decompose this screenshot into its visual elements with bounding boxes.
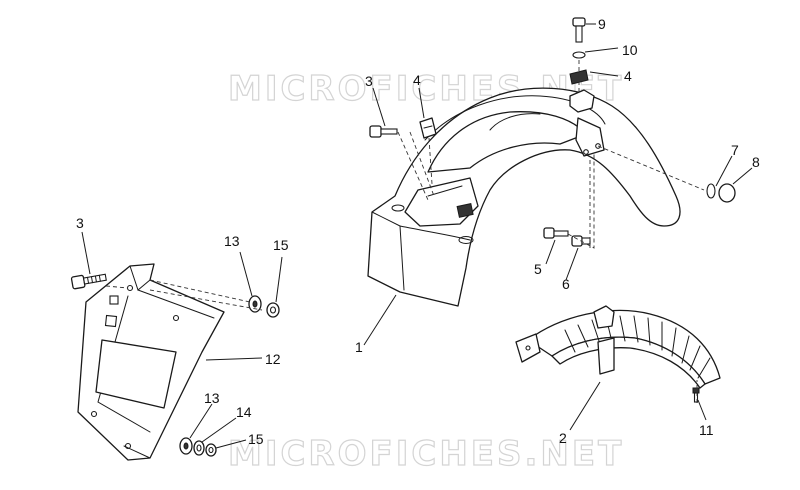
callout-3-left: 3 [76, 215, 84, 231]
callout-12: 12 [265, 351, 281, 367]
washer-icon [193, 440, 205, 456]
speed-nut-clip-icon [419, 117, 437, 139]
screw-icon [692, 387, 700, 403]
callout-4-right: 4 [624, 68, 632, 84]
washer-icon [248, 295, 262, 313]
license-plate-bracket-icon [77, 263, 225, 461]
callout-10: 10 [622, 42, 638, 58]
screw-icon [70, 273, 107, 290]
callout-13-top: 13 [224, 233, 240, 249]
screw-icon [369, 125, 398, 138]
callout-13-bottom: 13 [204, 390, 220, 406]
callout-2: 2 [559, 430, 567, 446]
callout-9: 9 [598, 16, 606, 32]
callout-7: 7 [731, 142, 739, 158]
callout-labels: 1 2 3 3 4 4 5 6 7 8 9 10 11 12 13 13 14 … [76, 16, 760, 447]
callout-3-top: 3 [365, 73, 373, 89]
inner-mudguard-icon [515, 305, 721, 389]
leader-lines [81, 23, 753, 449]
nut-icon [205, 443, 217, 457]
watermark-bottom: MICROFICHES.NET [228, 434, 624, 474]
callout-15-bottom: 15 [248, 431, 264, 447]
callout-14: 14 [236, 404, 252, 420]
screw-icon [572, 17, 586, 43]
washer-icon [179, 437, 193, 455]
screw-icon [543, 227, 569, 239]
callout-15-top: 15 [273, 237, 289, 253]
nut-icon [266, 302, 280, 318]
callout-1: 1 [355, 339, 363, 355]
washer-icon [572, 51, 586, 59]
cap-icon [718, 183, 736, 203]
callout-4-left: 4 [413, 72, 421, 88]
callout-5: 5 [534, 261, 542, 277]
washer-icon [706, 183, 716, 199]
callout-6: 6 [562, 276, 570, 292]
assembly-lines [105, 60, 705, 403]
callout-11: 11 [699, 422, 714, 438]
callout-8: 8 [752, 154, 760, 170]
rear-fender-icon [367, 87, 681, 307]
